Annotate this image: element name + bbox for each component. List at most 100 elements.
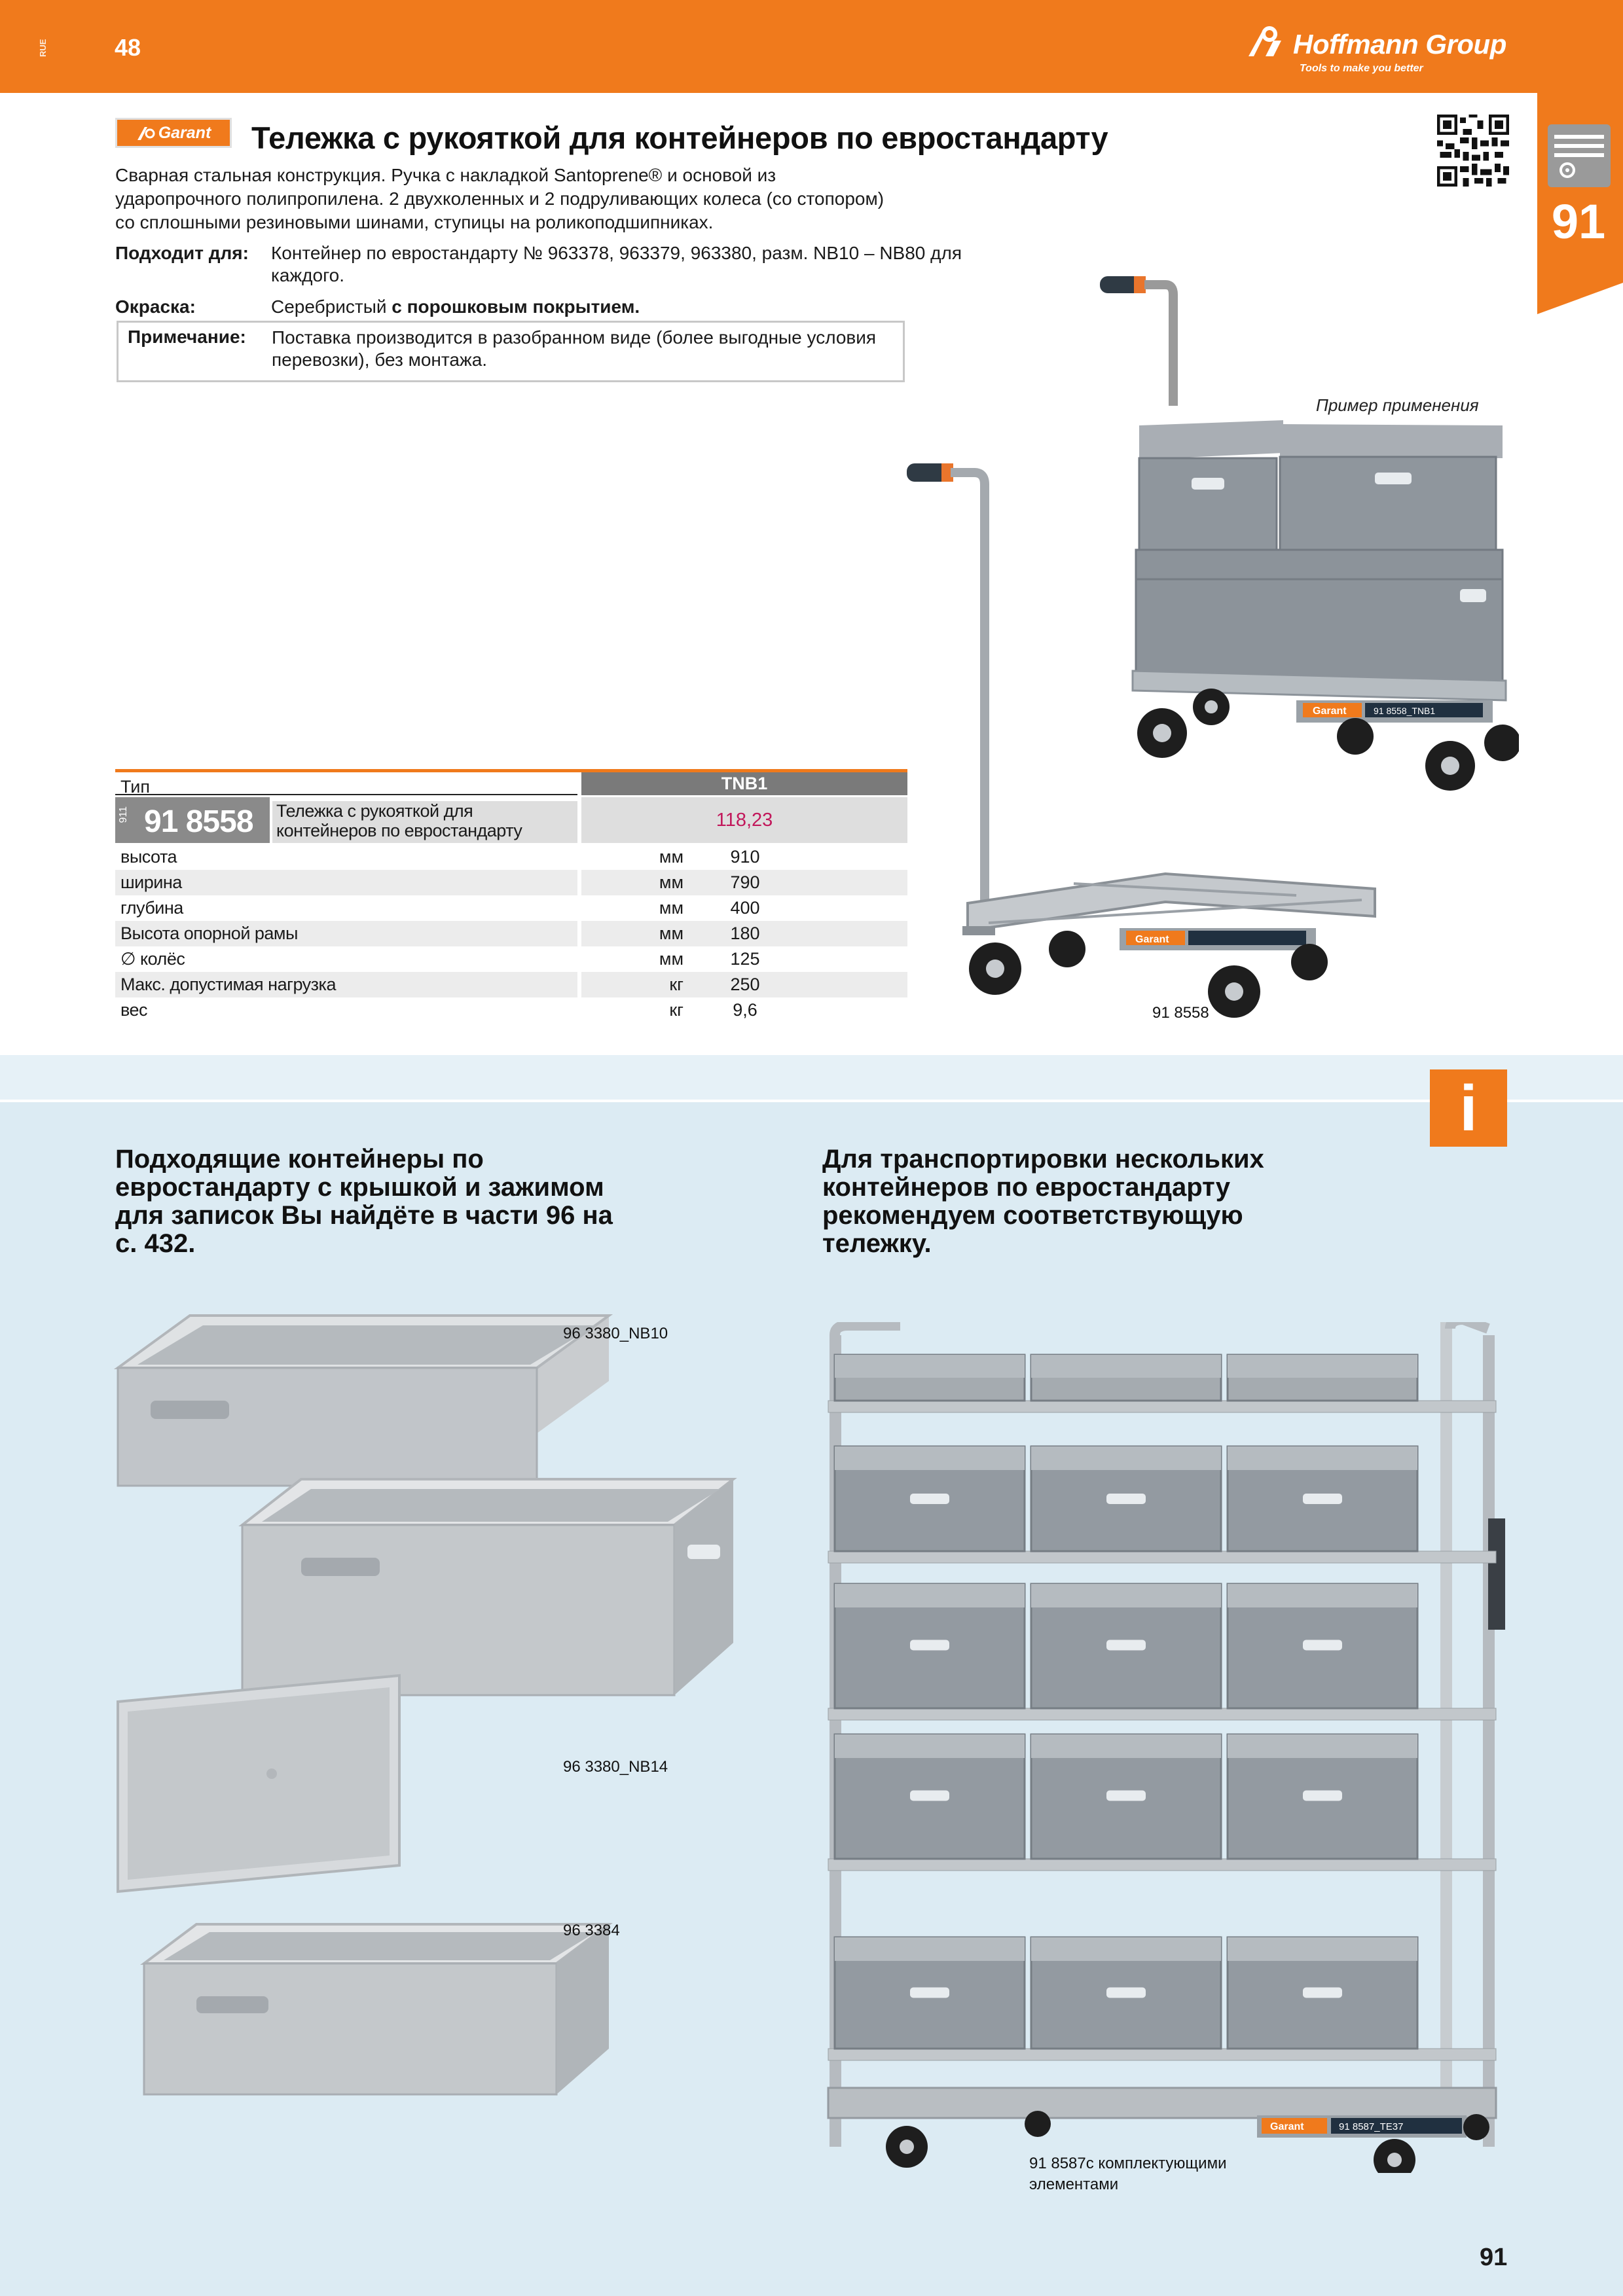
- container-handle: [1303, 1494, 1342, 1504]
- container-nb14: [238, 1478, 737, 1696]
- article-price: 118,23: [581, 797, 907, 843]
- spec-table-header: Тип TNB1: [115, 769, 907, 797]
- rack-container-rim: [1031, 1937, 1221, 1961]
- table-row: ширина мм 790: [115, 870, 907, 895]
- article-number: 91 8558: [144, 804, 254, 839]
- rack-shelf-rail: [828, 1708, 1497, 1721]
- row-bg-right: [581, 997, 907, 1023]
- container-handle: [910, 1987, 949, 1998]
- row-value: 400: [730, 898, 760, 918]
- rack-container-rim: [835, 1734, 1025, 1758]
- container-nb10: [113, 1314, 613, 1487]
- trolley-section-icon: [1554, 135, 1604, 178]
- note-text: Поставка производится в разобранном виде…: [272, 327, 877, 370]
- row-unit: мм: [659, 924, 684, 943]
- language-code: RUE: [38, 39, 48, 57]
- article-row[interactable]: 911 91 8558 Тележка с рукояткой для конт…: [115, 797, 907, 843]
- info-right-text: Для транспортировки нескольких контейнер…: [822, 1145, 1264, 1258]
- row-bg-right: [581, 844, 907, 870]
- row-value: 910: [730, 847, 760, 867]
- header-bar: [0, 0, 1623, 93]
- container-handle: [1303, 1790, 1342, 1801]
- container-handle: [1303, 1640, 1342, 1651]
- row-bg-left: [115, 946, 577, 972]
- info-icon: i: [1430, 1069, 1507, 1147]
- rack-shelf-rail: [828, 1858, 1497, 1871]
- row-unit: мм: [659, 949, 684, 969]
- spec-paint-plain: Серебристый: [271, 296, 392, 317]
- container-handle: [910, 1494, 949, 1504]
- rack-container-rim: [1228, 1937, 1417, 1961]
- info-left-text: Подходящие контейнеры по евростандарту с…: [115, 1145, 613, 1258]
- row-label: вес: [120, 1000, 148, 1020]
- rack-shelf-rail: [828, 1400, 1497, 1413]
- table-header-rule: [115, 769, 907, 772]
- multi-container-rack-image: Garant 91 8587_TE37: [827, 1322, 1505, 2173]
- info-stripe: [0, 1055, 1623, 1102]
- garant-brand-badge: Garant: [115, 118, 232, 148]
- row-bg-left: [115, 895, 577, 921]
- brand-name: Hoffmann Group: [1293, 29, 1506, 60]
- container-handle: [1106, 1494, 1146, 1504]
- table-row: глубина мм 400: [115, 895, 907, 921]
- spec-paint: Окраска: Серебристый с порошковым покрыт…: [115, 296, 901, 319]
- rack-container-rim: [1228, 1446, 1417, 1470]
- trolley-empty-image: Garant: [907, 463, 1376, 1018]
- qr-code[interactable]: [1437, 115, 1509, 187]
- section-icon-tile: [1548, 124, 1611, 187]
- rack-container-rim: [1228, 1355, 1417, 1378]
- row-label: ширина: [120, 872, 182, 892]
- rack-container-rim: [835, 1446, 1025, 1470]
- example-caption: Пример применения: [1316, 395, 1479, 415]
- row-bg-right: [581, 972, 907, 997]
- box-lid-caption: 96 3384: [563, 1922, 620, 1939]
- container-handle: [1106, 1640, 1146, 1651]
- row-value: 790: [730, 872, 760, 892]
- row-value: 250: [730, 975, 760, 994]
- table-header-left: Тип: [115, 772, 577, 797]
- type-label: Тип: [120, 777, 151, 797]
- row-unit: мм: [659, 898, 684, 918]
- row-label: глубина: [120, 898, 183, 918]
- spec-fits: Подходит для: Контейнер по евростандарту…: [115, 242, 962, 288]
- rack-container-rim: [1228, 1734, 1417, 1758]
- page-number-bottom: 91: [1480, 2244, 1508, 2271]
- rack-shelf-rail: [828, 2048, 1497, 2061]
- spec-fits-value: Контейнер по евростандарту № 963378, 963…: [271, 243, 962, 285]
- rack-plate-label: 91 8587_TE37: [1339, 2121, 1403, 2132]
- row-value: 180: [730, 924, 760, 943]
- row-label: Макс. допустимая нагрузка: [120, 975, 336, 994]
- rack-container-rim: [835, 1937, 1025, 1961]
- garant-logo-icon: [137, 127, 155, 140]
- spec-paint-label: Окраска:: [115, 296, 196, 317]
- euro-containers-image: [113, 1314, 737, 2096]
- article-number-cell: 911 91 8558: [115, 797, 270, 843]
- spec-fits-label: Подходит для:: [115, 243, 249, 263]
- trolley-with-boxes-image: Garant 91 8558_TNB1: [1100, 276, 1519, 791]
- cart-plate-label: 91 8558_TNB1: [1374, 706, 1435, 716]
- trolley-illustrations: Garant 91 8558_TNB1 Garant: [907, 276, 1519, 1018]
- rack-container-rim: [1031, 1446, 1221, 1470]
- rack-container-rim: [835, 1584, 1025, 1607]
- row-bg-right: [581, 895, 907, 921]
- row-bg-right: [581, 946, 907, 972]
- svg-text:Garant: Garant: [1135, 934, 1169, 945]
- row-label: ∅ колёс: [120, 949, 185, 969]
- article-description: Тележка с рукояткой для контейнеров по е…: [272, 801, 577, 843]
- note-box: Примечание: Поставка производится в разо…: [117, 321, 905, 382]
- page-number-top: 48: [115, 34, 141, 61]
- row-bg-right: [581, 921, 907, 946]
- row-bg-left: [115, 972, 577, 997]
- rack-container-rim: [1031, 1734, 1221, 1758]
- box-nb10-caption: 96 3380_NB10: [563, 1325, 668, 1342]
- product-description: Сварная стальная конструкция. Ручка с на…: [115, 165, 884, 232]
- row-unit: мм: [659, 872, 684, 892]
- trolley-caption: 91 8558: [1152, 1004, 1209, 1022]
